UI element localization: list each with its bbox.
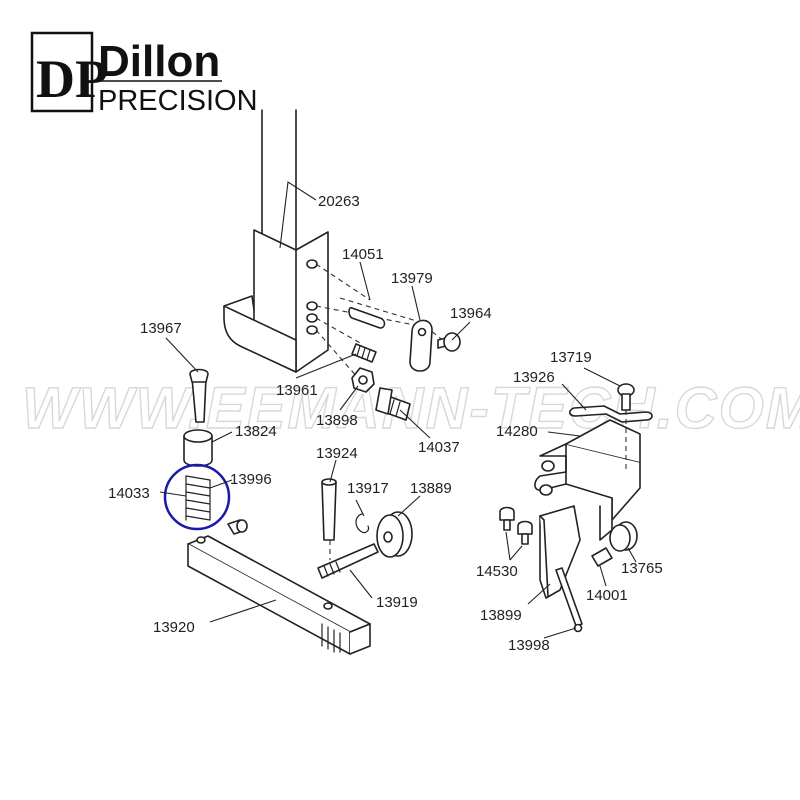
label-20263: 20263 xyxy=(318,193,360,210)
rod-13998 xyxy=(555,567,583,633)
label-13919: 13919 xyxy=(376,594,418,611)
label-13765: 13765 xyxy=(621,560,663,577)
spring-14033 xyxy=(185,475,211,521)
label-13824: 13824 xyxy=(235,423,277,440)
logo-mark-box xyxy=(30,31,94,113)
label-13967: 13967 xyxy=(140,320,182,337)
spring-13926 xyxy=(568,405,653,423)
screws-14530 xyxy=(499,506,533,545)
roller-13889 xyxy=(376,511,413,558)
label-14530: 14530 xyxy=(476,563,518,580)
lever-13920 xyxy=(187,535,371,655)
label-13920: 13920 xyxy=(153,619,195,636)
label-13924: 13924 xyxy=(316,445,358,462)
logo-dillon-text: Dillon xyxy=(98,37,220,86)
pin-13924 xyxy=(321,478,337,541)
logo-mark: DP xyxy=(36,49,108,109)
screw-13964 xyxy=(437,332,461,352)
link-13979 xyxy=(409,319,433,372)
setscrew-13961 xyxy=(351,343,377,363)
label-14051: 14051 xyxy=(342,246,384,263)
label-13889: 13889 xyxy=(410,480,452,497)
label-13964: 13964 xyxy=(450,305,492,322)
pin-14051 xyxy=(348,306,386,329)
label-13917: 13917 xyxy=(347,480,389,497)
watermark: WWW.EEMANN-TECH.COM xyxy=(22,376,800,441)
nut-13898 xyxy=(351,367,375,393)
label-13926: 13926 xyxy=(513,369,555,386)
label-13996: 13996 xyxy=(230,471,272,488)
pin-14001 xyxy=(591,547,613,567)
label-13898: 13898 xyxy=(316,412,358,429)
label-14033: 14033 xyxy=(108,485,150,502)
label-13719: 13719 xyxy=(550,349,592,366)
dillon-precision-logo: DP Dillon PRECISION xyxy=(30,31,258,117)
label-14280: 14280 xyxy=(496,423,538,440)
logo-precision-text: PRECISION xyxy=(98,85,258,117)
plate-13899 xyxy=(539,505,581,599)
label-13979: 13979 xyxy=(391,270,433,287)
shaft-13919 xyxy=(317,543,379,579)
label-14001: 14001 xyxy=(586,587,628,604)
setscrew-13996 xyxy=(227,519,248,535)
bracket-body xyxy=(223,229,329,373)
label-13998: 13998 xyxy=(508,637,550,654)
label-13899: 13899 xyxy=(480,607,522,624)
bushing-13824 xyxy=(183,429,213,467)
roller-13765 xyxy=(609,521,638,552)
label-14037: 14037 xyxy=(418,439,460,456)
screw-13719 xyxy=(617,383,635,411)
highlight-circle xyxy=(163,463,231,531)
eclip-13917 xyxy=(355,513,370,534)
pin-13967 xyxy=(189,368,209,423)
bracket-14280 xyxy=(534,419,641,541)
label-13961: 13961 xyxy=(276,382,318,399)
post-20263 xyxy=(261,109,297,251)
